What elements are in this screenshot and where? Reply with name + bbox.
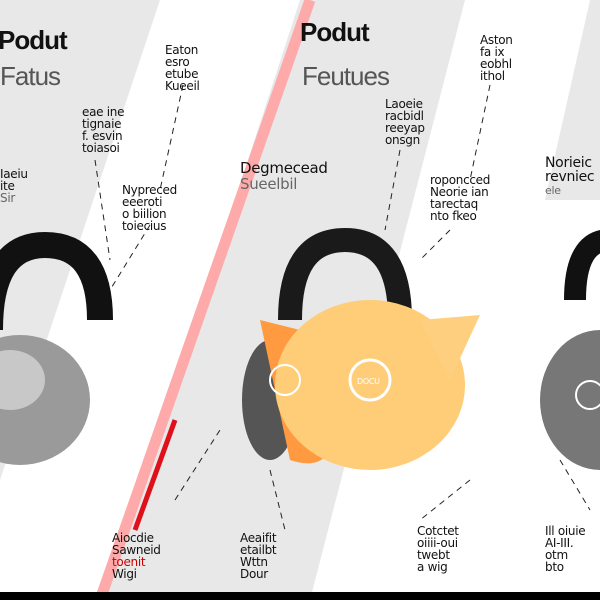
callout-line: eeeroti	[122, 195, 163, 209]
callout-line: Laoeie	[385, 97, 423, 111]
pink-diagonal-line	[94, 0, 316, 600]
right-subtitle: Feutues	[302, 61, 390, 91]
callout-line: ele	[545, 184, 561, 197]
right-title: Podut	[300, 17, 370, 47]
left-callout-1: Eaton esro etube Kueeil	[165, 44, 200, 92]
right-callout-1: Aston fa ix eobhl ithol	[480, 34, 513, 82]
callout-line: Aeaifit	[240, 531, 277, 545]
callout-line: ite	[0, 179, 15, 193]
left-title: Podut	[0, 25, 68, 55]
callout-line: ithol	[480, 69, 505, 83]
callout-line: fa ix	[480, 45, 505, 59]
left-callout-2: eae ine tignaie f. esvin toiasoi	[82, 106, 124, 154]
left-callout-4: Nypreced eeeroti o biilion toiecius	[122, 184, 177, 232]
callout-line: etube	[165, 67, 199, 81]
callout-line: Norieic	[545, 155, 592, 171]
callout-line: Wigi	[112, 567, 137, 581]
callout-line: Kueeil	[165, 79, 200, 93]
callout-line: AI-III.	[545, 536, 574, 550]
callout-line: toiasoi	[82, 141, 120, 155]
red-line-segment	[132, 419, 178, 531]
callout-line: Aston	[480, 33, 513, 47]
callout-line: Sueelbil	[240, 175, 298, 193]
left-bottom-callout-2: Aeaifit etailbt Wttn Dour	[240, 531, 277, 581]
callout-line: Sawneid	[112, 543, 161, 557]
callout-line: Dour	[240, 567, 268, 581]
callout-leader-lines	[94, 84, 591, 531]
kettlebell-right	[540, 230, 600, 470]
callout-line: racbidl	[385, 109, 424, 123]
left-subtitle: Fatus	[0, 61, 61, 91]
bottom-bar	[0, 592, 600, 600]
callout-line: otm	[545, 548, 568, 562]
callout-line: Iaeiu	[0, 167, 28, 181]
callout-line: toiecius	[122, 219, 167, 233]
callout-line: bto	[545, 560, 564, 574]
callout-line: toenit	[112, 555, 146, 569]
right-callout-5: Norieic revniec ele	[545, 155, 595, 198]
left-callout-3: Iaeiu ite Sir	[0, 168, 28, 204]
right-bottom-callout-2: Ill oiuie AI-III. otm bto	[545, 524, 586, 574]
callout-line: Wttn	[240, 555, 268, 569]
left-bottom-callout-1: Aiocdie Sawneid toenit Wigi	[112, 532, 161, 580]
callout-line: Ill oiuie	[545, 524, 586, 538]
callout-line: Nypreced	[122, 183, 177, 197]
white-band-left	[0, 0, 300, 600]
callout-line: oiiii-oui	[417, 536, 458, 550]
callout-line: Aiocdie	[112, 531, 154, 545]
kettlebell-left	[0, 231, 113, 465]
callout-line: Degmecead	[240, 159, 328, 177]
callout-line: tarectaq	[430, 197, 478, 211]
kettlebell-center	[242, 227, 480, 470]
callout-line: a wig	[417, 560, 448, 574]
callout-line: Sir	[0, 191, 15, 205]
callout-line: Cotctet	[417, 524, 459, 538]
callout-line: roponcced	[430, 173, 491, 187]
callout-line: f. esvin	[82, 129, 123, 143]
kettlebell-logo-text: DOCU	[357, 377, 380, 386]
callout-line: esro	[165, 55, 190, 69]
right-callout-2: Laoeie racbidl reeyap onsgn	[385, 98, 425, 146]
callout-line: nto fkeo	[430, 209, 477, 223]
callout-line: reeyap	[385, 121, 425, 135]
callout-line: revniec	[545, 169, 595, 185]
callout-line: eobhl	[480, 57, 512, 71]
callout-line: Neorie ian	[430, 185, 489, 199]
right-bottom-callout-1: Cotctet oiiii-oui twebt a wig	[417, 525, 459, 573]
callout-line: o biilion	[122, 207, 167, 221]
callout-line: onsgn	[385, 133, 420, 147]
callout-line: Eaton	[165, 43, 199, 57]
callout-line: etailbt	[240, 543, 277, 557]
right-callout-4: roponcced Neorie ian tarectaq nto fkeo	[430, 174, 490, 222]
callout-line: twebt	[417, 548, 450, 562]
callout-line: tignaie	[82, 117, 122, 131]
right-callout-3: Degmecead Sueelbil	[240, 160, 328, 192]
callout-line: eae ine	[82, 105, 125, 119]
